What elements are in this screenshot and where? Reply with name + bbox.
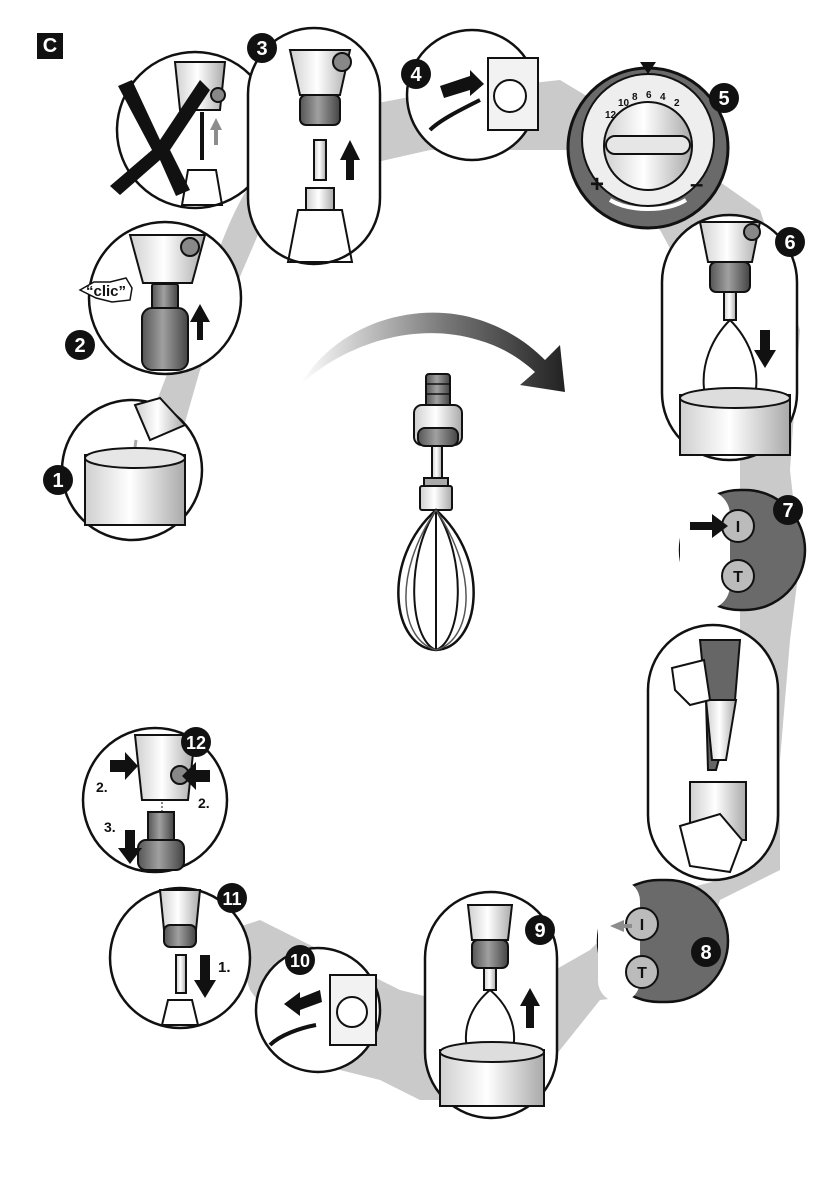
whisk-assembly-icon [398,374,473,650]
step-3-number: 3 [256,38,267,60]
step-11-sub-label: 1. [218,959,231,976]
step-8-button-on: I [640,917,644,934]
step-9-number: 9 [534,920,545,942]
step-10-number: 10 [290,951,310,971]
dial-minus-sign: – [690,171,703,198]
step-2-sound-label: “clic” [86,283,126,300]
step-2-panel: “clic” 2 [65,222,241,374]
step-7-button-turbo: T [733,569,743,586]
step-1-panel: 1 [43,398,202,540]
dial-tick-2: 2 [674,98,680,109]
dial-tick-8: 8 [632,92,638,103]
step-2-number: 2 [74,335,85,357]
step-12-sub-label-right: 2. [198,795,210,811]
step-6-panel: 6 [662,215,805,460]
step-8-panel: I T 8 [598,880,728,1002]
dial-tick-12: 12 [605,110,617,121]
dial-tick-10: 10 [618,98,630,109]
step-8-number: 8 [700,942,711,964]
dial-tick-4: 4 [660,92,666,103]
step-4-number: 4 [410,64,422,86]
step-10-panel: 10 [256,945,380,1072]
step-12-sub-label-bottom: 3. [104,819,116,835]
step-11-number: 11 [222,889,241,909]
step-7-button-on: I [736,519,740,536]
step-12-sub-label-left: 2. [96,779,108,795]
step-1-number: 1 [52,470,63,492]
step-9-panel: 9 [425,892,557,1118]
step-12-number: 12 [186,733,206,753]
dial-plus-sign: + [590,171,604,198]
step-11-panel: 1. 11 [110,883,250,1028]
step-12-panel: 2. 2. 3. 12 [83,727,227,872]
step-7-panel: I T 7 [680,490,805,610]
blender-in-hand-panel [648,625,778,880]
step-5-number: 5 [718,88,729,110]
step-7-number: 7 [782,500,793,522]
step-8-button-turbo: T [637,965,647,982]
step-3-panel: 3 [247,28,380,264]
dial-tick-6: 6 [646,90,652,101]
step-6-number: 6 [784,232,795,254]
